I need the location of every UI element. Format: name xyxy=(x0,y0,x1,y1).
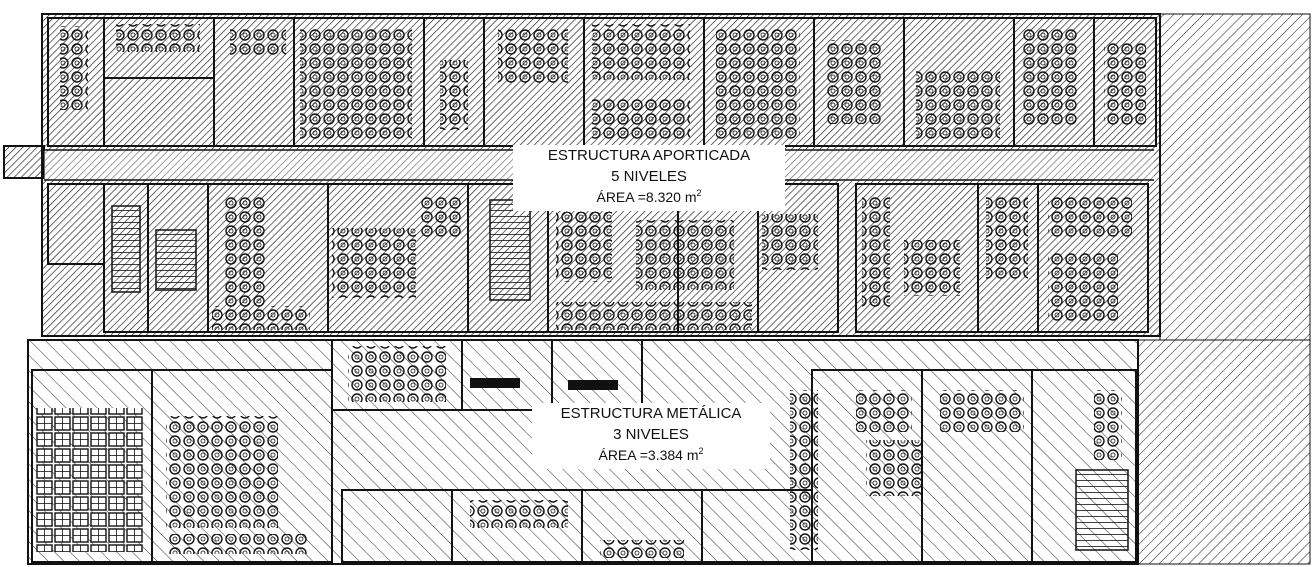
lower-furniture xyxy=(36,346,1129,558)
upper-area-unit-exponent: 2 xyxy=(696,188,702,198)
lower-block-label: ESTRUCTURA METÁLICA 3 NIVELES ÁREA =3.38… xyxy=(532,403,770,469)
lower-levels: 3 NIVELES xyxy=(613,426,689,443)
lower-area-unit-exponent: 2 xyxy=(698,446,704,456)
upper-furniture-north xyxy=(60,24,1146,140)
upper-stairs xyxy=(111,199,531,301)
lower-structure-type: ESTRUCTURA METÁLICA xyxy=(560,405,742,422)
upper-furniture-south xyxy=(212,196,1132,330)
upper-area-value: ÁREA =8.320 m xyxy=(596,189,697,205)
upper-rooms-north xyxy=(47,17,1157,147)
upper-area: ÁREA =8.320 m2 xyxy=(513,187,785,208)
lower-area-value: ÁREA =3.384 m xyxy=(598,447,699,463)
lower-block xyxy=(27,339,1311,565)
upper-block-label: ESTRUCTURA APORTICADA 5 NIVELES ÁREA =8.… xyxy=(513,145,785,211)
lower-area: ÁREA =3.384 m2 xyxy=(532,445,770,466)
upper-structure-type: ESTRUCTURA APORTICADA xyxy=(547,147,751,164)
upper-block xyxy=(3,13,1311,341)
upper-levels: 5 NIVELES xyxy=(611,168,687,185)
